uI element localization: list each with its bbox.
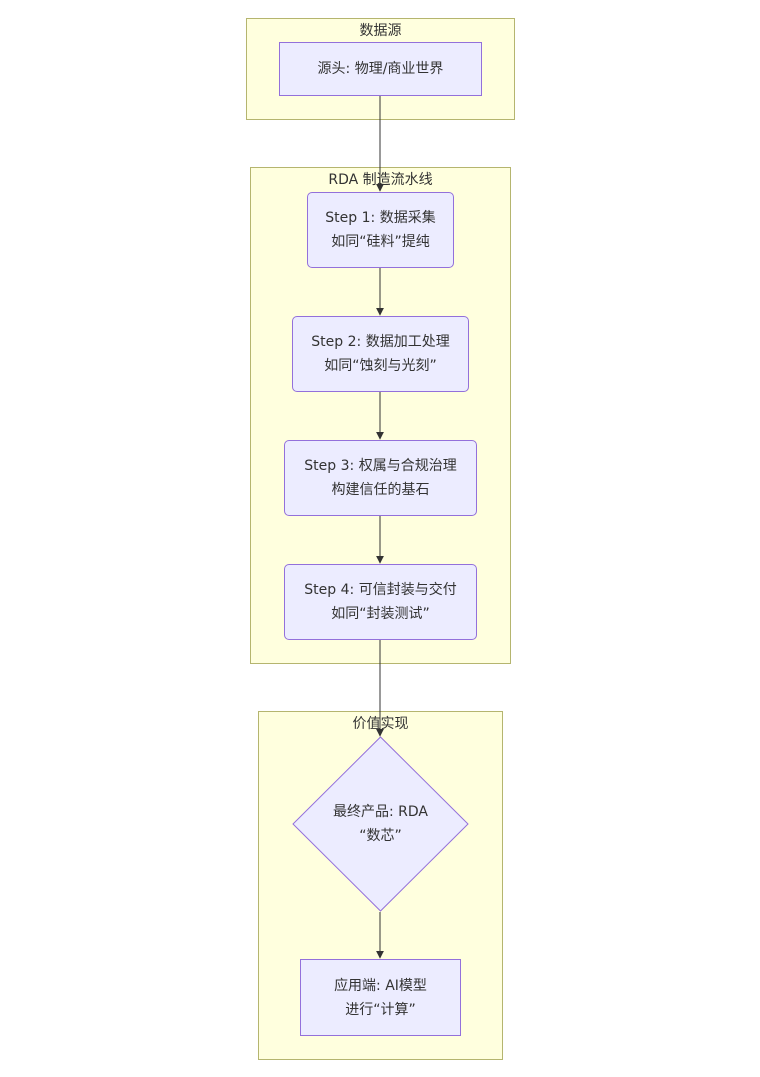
node-line: 应用端: AI模型 [334, 977, 427, 994]
node-application-ai-model: 应用端: AI模型 进行“计算” [300, 959, 461, 1036]
node-line: 最终产品: RDA [332, 804, 428, 820]
diamond-shape [292, 736, 469, 912]
node-final-product: 最终产品: RDA “数芯” [292, 736, 469, 912]
node-line: “数芯” [359, 828, 402, 844]
node-step2-data-processing: Step 2: 数据加工处理 如同“蚀刻与光刻” [292, 316, 469, 392]
node-line: 源头: 物理/商业世界 [317, 61, 444, 77]
node-line: Step 1: 数据采集 [325, 210, 436, 226]
cluster-title: 数据源 [359, 23, 402, 39]
node-step1-data-collection: Step 1: 数据采集 如同“硅料”提纯 [307, 192, 454, 268]
node-line: Step 4: 可信封装与交付 [304, 582, 457, 598]
node-line: Step 3: 权属与合规治理 [304, 458, 457, 474]
node-step3-governance: Step 3: 权属与合规治理 构建信任的基石 [284, 440, 477, 516]
node-origin: 源头: 物理/商业世界 [279, 42, 482, 96]
node-line: 如同“硅料”提纯 [331, 234, 430, 250]
node-line: 构建信任的基石 [331, 482, 430, 498]
node-step4-packaging: Step 4: 可信封装与交付 如同“封装测试” [284, 564, 477, 640]
node-line: 如同“封装测试” [331, 606, 430, 622]
diamond-label: 最终产品: RDA “数芯” [292, 800, 469, 848]
node-line: 进行“计算” [345, 1001, 416, 1018]
node-line: 如同“蚀刻与光刻” [324, 358, 437, 374]
node-line: Step 2: 数据加工处理 [311, 334, 450, 350]
